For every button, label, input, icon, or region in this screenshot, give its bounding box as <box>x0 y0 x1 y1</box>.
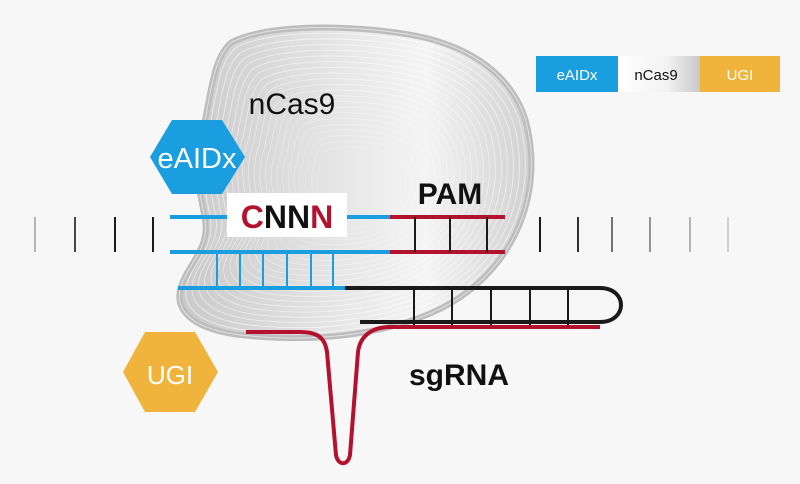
contour-line <box>248 89 466 282</box>
ugi-domain: UGI <box>123 332 218 412</box>
legend-swatch-eaidx <box>536 56 618 92</box>
legend-swatch-ncas9 <box>618 56 700 92</box>
eaidx-domain: eAIDx <box>150 120 245 194</box>
dna-base-pairs <box>34 217 729 252</box>
motif-char: C <box>241 199 264 235</box>
ugi-hexagon <box>123 332 218 412</box>
motif-char: N <box>310 199 333 235</box>
hairpin-base-pairs <box>413 288 569 327</box>
contour-line <box>293 129 424 245</box>
ncas9-label: nCas9 <box>249 88 336 121</box>
target-motif: CNNN <box>227 193 347 237</box>
legend-label-ugi: UGI <box>727 67 754 84</box>
contour-line <box>299 135 418 240</box>
contour-line <box>267 106 448 266</box>
motif-char: N <box>287 199 310 235</box>
contour-line <box>286 124 430 251</box>
eaidx-hexagon <box>150 120 245 194</box>
legend-label-ncas9: nCas9 <box>634 67 677 84</box>
contour-line <box>255 95 460 277</box>
contour-line <box>229 72 484 297</box>
contour-line <box>216 61 496 308</box>
motif-char: N <box>264 199 287 235</box>
spacer-base-pairs <box>216 252 334 288</box>
legend: eAIDx nCas9 UGI <box>536 56 780 92</box>
contour-line <box>223 66 490 303</box>
target-motif-box <box>227 193 347 237</box>
sgrna-strand <box>246 325 600 466</box>
contour-line <box>274 112 442 261</box>
legend-label-eaidx: eAIDx <box>557 67 598 84</box>
eaidx-label: eAIDx <box>158 143 237 175</box>
legend-swatch-ugi <box>700 56 780 92</box>
contour-line <box>242 84 472 287</box>
contour-line <box>261 101 454 271</box>
pam-label: PAM <box>418 178 482 211</box>
target-strand <box>178 252 623 327</box>
target-motif-text: CNNN <box>241 199 333 235</box>
sgrna-label: sgRNA <box>409 359 509 392</box>
sgrna-hairpin-loop <box>345 286 623 324</box>
ugi-label: UGI <box>147 360 193 390</box>
